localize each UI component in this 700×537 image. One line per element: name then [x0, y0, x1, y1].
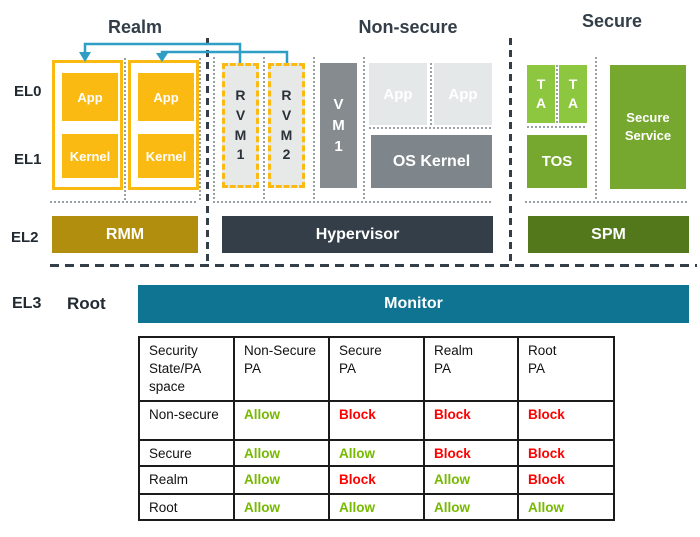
- access-cell: Allow: [423, 493, 519, 521]
- table-row: Realm Allow Block Allow Block: [138, 465, 615, 495]
- el2-label: EL2: [11, 229, 39, 246]
- spm-bar: SPM: [528, 216, 689, 253]
- access-cell: Block: [328, 400, 425, 441]
- rmm-bar: RMM: [52, 216, 198, 253]
- row-label: Root: [138, 493, 235, 521]
- header-secure-pa: Secure PA: [328, 336, 425, 402]
- secure-column-separator: [595, 57, 597, 201]
- rvm2-to-realm-arrow-line: [160, 50, 289, 63]
- access-cell: Allow: [328, 439, 425, 467]
- pa-access-table: Security State/PA space Non-Secure PA Se…: [138, 336, 615, 521]
- nonsecure-separator-4: [363, 57, 365, 201]
- root-label: Root: [67, 294, 106, 313]
- access-cell: Allow: [233, 400, 330, 441]
- access-cell: Block: [328, 465, 425, 495]
- table-row: Root Allow Allow Allow Allow: [138, 493, 615, 521]
- access-cell: Allow: [328, 493, 425, 521]
- access-cell: Block: [423, 400, 519, 441]
- header-root-pa: Root PA: [517, 336, 615, 402]
- trusted-app-box-2: T A: [559, 65, 587, 123]
- el0-label: EL0: [14, 83, 42, 100]
- access-cell: Block: [517, 439, 615, 467]
- access-cell: Block: [423, 439, 519, 467]
- tos-box: TOS: [527, 135, 587, 188]
- realm-kernel-box-2: Kernel: [138, 134, 194, 178]
- realm-app-box-2: App: [138, 73, 194, 121]
- secure-section-title: Secure: [581, 11, 643, 31]
- row-label: Secure: [138, 439, 235, 467]
- monitor-bar: Monitor: [138, 285, 689, 323]
- nonsecure-separator-3: [313, 57, 315, 201]
- access-cell: Block: [517, 465, 615, 495]
- nonsecure-separator-2: [263, 57, 265, 201]
- access-cell: Allow: [233, 439, 330, 467]
- nonsecure-app-box-2: App: [434, 63, 492, 125]
- access-cell: Allow: [423, 465, 519, 495]
- secure-service-box: Secure Service: [610, 65, 686, 189]
- rvm2-box: R V M 2: [268, 63, 305, 188]
- realm-vm-stack-1: App Kernel: [52, 60, 123, 190]
- realm-right-separator: [199, 58, 201, 202]
- secure-el1-el2-separator: [525, 201, 689, 203]
- nonsecure-separator-1: [213, 57, 215, 201]
- realm-nonsecure-divider: [206, 38, 209, 266]
- el3-label: EL3: [12, 295, 42, 312]
- rvm1-arrowhead-icon: [79, 52, 91, 62]
- access-cell: Allow: [233, 493, 330, 521]
- nonsecure-app-separator: [430, 63, 432, 126]
- secure-ta-separator: [556, 65, 558, 125]
- access-cell: Allow: [517, 493, 615, 521]
- table-row: Secure Allow Allow Block Block: [138, 439, 615, 467]
- nonsecure-el1-el2-separator: [213, 201, 492, 203]
- hypervisor-bar: Hypervisor: [222, 216, 493, 253]
- access-cell: Allow: [233, 465, 330, 495]
- nonsecure-app-box-1: App: [369, 63, 427, 125]
- trusted-app-box-1: T A: [527, 65, 555, 123]
- realm-stack-separator: [124, 58, 126, 202]
- non-secure-section-title: Non-secure: [358, 17, 458, 37]
- realm-el1-el2-separator: [50, 201, 198, 203]
- el1-label: EL1: [14, 151, 42, 168]
- realm-section-title: Realm: [107, 17, 163, 37]
- table-row: Non-secure Allow Block Block Block: [138, 400, 615, 441]
- el2-el3-divider: [50, 264, 697, 267]
- row-label: Non-secure: [138, 400, 235, 441]
- row-label: Realm: [138, 465, 235, 495]
- rvm2-arrowhead-icon: [156, 53, 168, 62]
- secure-ta-tos-separator: [527, 126, 587, 128]
- os-kernel-box: OS Kernel: [371, 135, 492, 188]
- realm-vm-stack-2: App Kernel: [128, 60, 199, 190]
- nonsecure-app-kernel-separator: [369, 127, 492, 129]
- rvm1-box: R V M 1: [222, 63, 259, 188]
- nonsecure-secure-divider: [509, 38, 512, 266]
- header-realm-pa: Realm PA: [423, 336, 519, 402]
- realm-assignment-arrows: [79, 42, 289, 63]
- header-security-state: Security State/PA space: [138, 336, 235, 402]
- rvm1-to-realm-arrow-line: [83, 42, 242, 63]
- table-header-row: Security State/PA space Non-Secure PA Se…: [138, 336, 615, 402]
- access-cell: Block: [517, 400, 615, 441]
- header-non-secure-pa: Non-Secure PA: [233, 336, 330, 402]
- realm-app-box-1: App: [62, 73, 118, 121]
- realm-kernel-box-1: Kernel: [62, 134, 118, 178]
- vm1-box: V M 1: [320, 63, 357, 188]
